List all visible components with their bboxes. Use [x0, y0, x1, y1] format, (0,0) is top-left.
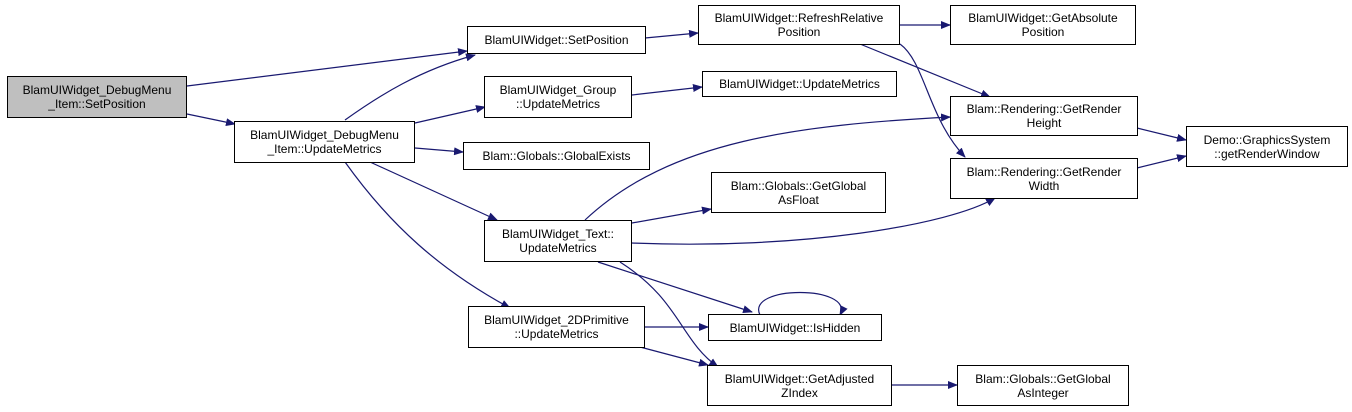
- node-text-updatemetrics[interactable]: BlamUIWidget_Text:: UpdateMetrics: [484, 220, 632, 262]
- edge-setposition-refresh: [644, 29, 699, 39]
- node-get-global-as-float[interactable]: Blam::Globals::GetGlobal AsFloat: [711, 172, 886, 213]
- node-debugmenu-item-updatemetrics[interactable]: BlamUIWidget_DebugMenu _Item::UpdateMetr…: [234, 121, 415, 163]
- edge-ishidden-self: [758, 291, 848, 316]
- edge-text-ishidden: [597, 261, 753, 314]
- edge-width-window: [1136, 154, 1187, 169]
- edge-refresh-height: [859, 43, 991, 98]
- node-uiwidget-ishidden[interactable]: BlamUIWidget::IsHidden: [708, 314, 882, 341]
- edge-debugupdate-setposition: [344, 53, 476, 121]
- node-get-global-as-integer[interactable]: Blam::Globals::GetGlobal AsInteger: [957, 365, 1129, 406]
- edge-debugupdate-prim: [344, 161, 511, 309]
- edge-debugupdate-globalexists: [414, 147, 464, 156]
- edge-height-window: [1136, 127, 1187, 142]
- edge-text-height: [584, 113, 951, 221]
- node-get-render-window[interactable]: Demo::GraphicsSystem ::getRenderWindow: [1186, 126, 1348, 167]
- node-uiwidget-setposition[interactable]: BlamUIWidget::SetPosition: [467, 26, 646, 54]
- edge-root-debugupdate: [186, 113, 236, 127]
- node-uiwidget-updatemetrics[interactable]: BlamUIWidget::UpdateMetrics: [702, 71, 897, 97]
- node-2dprimitive-updatemetrics[interactable]: BlamUIWidget_2DPrimitive ::UpdateMetrics: [468, 306, 645, 348]
- node-refresh-relative-position[interactable]: BlamUIWidget::RefreshRelative Position: [698, 5, 900, 45]
- node-get-adjusted-zindex[interactable]: BlamUIWidget::GetAdjusted ZIndex: [707, 365, 892, 406]
- edge-group-widgetupdate: [631, 84, 703, 96]
- node-group-updatemetrics[interactable]: BlamUIWidget_Group ::UpdateMetrics: [484, 76, 632, 118]
- edge-root-setposition: [186, 48, 468, 87]
- edge-prim-adjusted: [639, 346, 709, 367]
- edge-text-adjusted: [619, 261, 719, 368]
- edge-debugupdate-text: [369, 161, 498, 221]
- edge-text-width: [631, 197, 996, 245]
- edge-refresh-width: [899, 43, 966, 158]
- edge-debugupdate-group: [414, 105, 486, 124]
- node-debugmenu-item-setposition: BlamUIWidget_DebugMenu _Item::SetPositio…: [7, 76, 187, 118]
- node-get-render-width[interactable]: Blam::Rendering::GetRender Width: [950, 158, 1138, 199]
- node-get-render-height[interactable]: Blam::Rendering::GetRender Height: [950, 96, 1138, 136]
- node-global-exists[interactable]: Blam::Globals::GlobalExists: [463, 142, 650, 170]
- edge-text-float: [631, 206, 712, 224]
- node-get-absolute-position[interactable]: BlamUIWidget::GetAbsolute Position: [950, 5, 1136, 45]
